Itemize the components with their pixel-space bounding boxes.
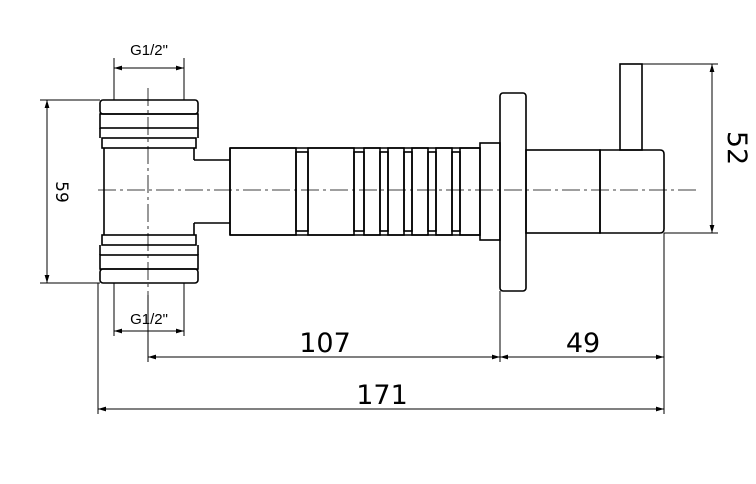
- dim-thread-top: G1/2": [130, 42, 168, 59]
- valve-handle: [619, 63, 643, 151]
- dim-thread-bottom: G1/2": [130, 311, 168, 328]
- dimension-lines: [44, 64, 715, 412]
- stem-connector: [194, 159, 230, 224]
- dim-length-inner: 107: [299, 328, 351, 359]
- dim-length-total: 171: [356, 380, 408, 411]
- valve-body: [525, 149, 665, 234]
- dim-height-left: 59: [51, 181, 71, 203]
- dim-height-right: 52: [721, 131, 752, 165]
- wall-flange: [479, 92, 527, 292]
- tee-body: [99, 99, 199, 284]
- extension-lines: [40, 58, 718, 414]
- corrugated-tube: [229, 147, 481, 236]
- dim-length-handle: 49: [566, 328, 600, 359]
